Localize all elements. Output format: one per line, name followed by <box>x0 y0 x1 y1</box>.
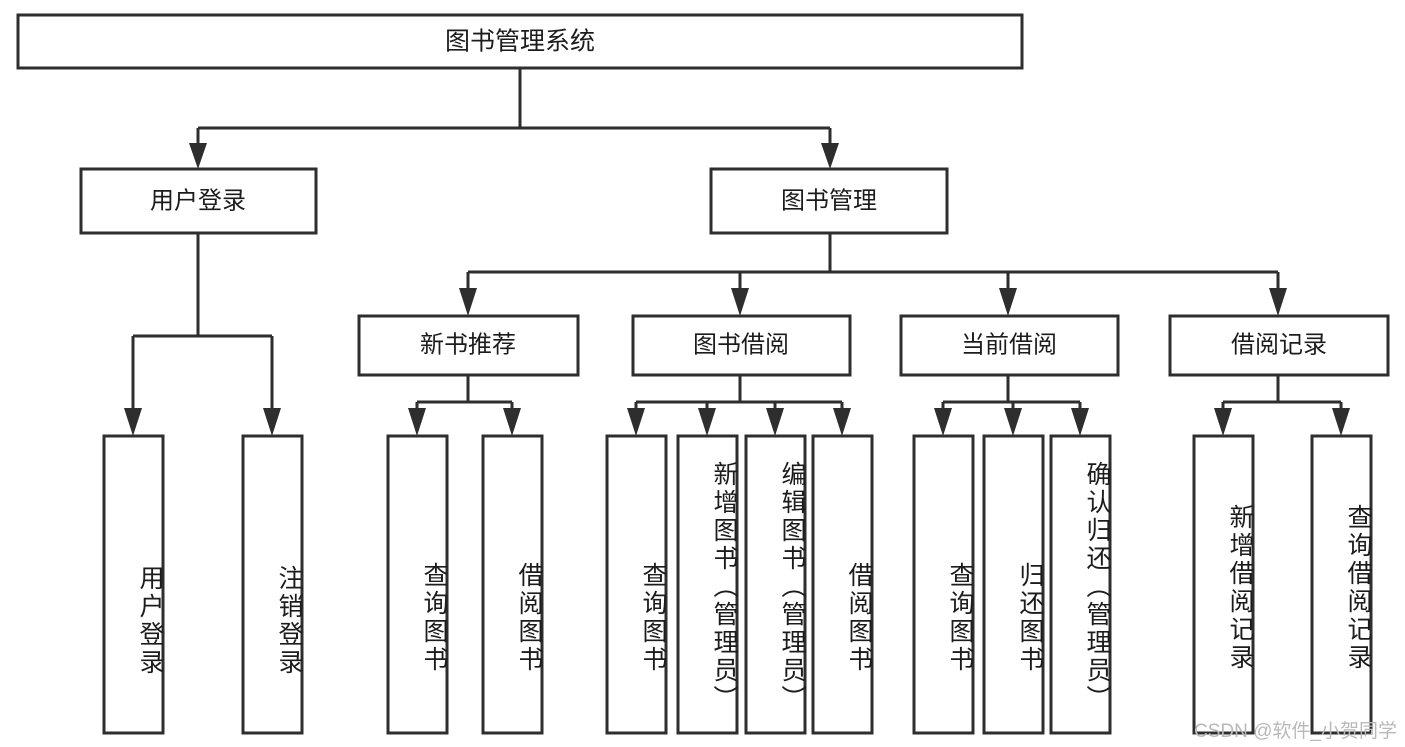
arrow-icon-to-borrow-record <box>1269 288 1287 316</box>
node-new-book-recommend-label: 新书推荐 <box>420 331 516 358</box>
node-borrow-record-label: 借阅记录 <box>1231 331 1327 358</box>
arrow-icon-borrow-leaf-3 <box>766 408 784 436</box>
node-current-borrow-label: 当前借阅 <box>961 331 1057 358</box>
connector-group-borrow-to-leaves <box>627 375 851 436</box>
leaf-box-add-book-admin[interactable] <box>676 434 739 735</box>
node-current-borrow-box[interactable] <box>899 314 1120 377</box>
node-user-login[interactable]: 用户登录 <box>79 167 318 235</box>
connector-group-newbook-to-leaves <box>408 375 521 436</box>
leaf-box-borrow-book-2[interactable] <box>811 434 874 735</box>
arrow-icon-borrow-leaf-1 <box>627 408 645 436</box>
node-book-manage-box[interactable] <box>709 167 949 235</box>
connector-group-root-to-level2 <box>189 68 839 169</box>
connector-group-userlogin-to-leaves <box>124 233 281 436</box>
arrow-icon-newbook-leaf-2 <box>503 408 521 436</box>
node-book-manage[interactable]: 图书管理 <box>709 167 949 235</box>
leaf-box-add-borrow-record[interactable] <box>1192 434 1255 735</box>
leaf-box-user-login[interactable] <box>102 434 165 735</box>
csdn-watermark: CSDN @软件_小贺同学 <box>1194 721 1397 742</box>
node-borrow-record-box[interactable] <box>1168 314 1390 377</box>
node-book-borrow-label: 图书借阅 <box>693 331 789 358</box>
leaf-box-edit-book-admin[interactable] <box>744 434 807 735</box>
connector-group-current-to-leaves <box>934 375 1089 436</box>
leaf-box-query-book-1[interactable] <box>386 434 449 735</box>
leaf-box-query-book-2[interactable] <box>605 434 668 735</box>
arrow-icon-newbook-leaf-1 <box>408 408 426 436</box>
node-root[interactable]: 图书管理系统 <box>16 13 1024 70</box>
leaf-box-logout[interactable] <box>241 434 304 735</box>
arrow-icon-borrow-leaf-2 <box>698 408 716 436</box>
node-current-borrow[interactable]: 当前借阅 <box>899 314 1120 377</box>
node-new-book-recommend[interactable]: 新书推荐 <box>357 314 580 377</box>
arrow-icon-user-leaf-2 <box>263 408 281 436</box>
arrow-icon-user-leaf-1 <box>124 408 142 436</box>
arrow-icon-to-current-borrow <box>999 288 1017 316</box>
leaf-box-borrow-book-1[interactable] <box>481 434 544 735</box>
arrow-icon-borrow-leaf-4 <box>833 408 851 436</box>
leaf-box-group <box>102 434 1373 735</box>
arrow-icon-to-user-login <box>189 143 207 169</box>
node-book-borrow[interactable]: 图书借阅 <box>631 314 852 377</box>
node-user-login-label: 用户登录 <box>150 187 246 214</box>
arrow-icon-current-leaf-2 <box>1004 408 1022 436</box>
leaf-box-query-book-3[interactable] <box>912 434 975 735</box>
node-user-login-box[interactable] <box>79 167 318 235</box>
node-root-label: 图书管理系统 <box>445 28 595 56</box>
leaf-box-confirm-return-admin[interactable] <box>1049 434 1112 735</box>
arrow-icon-current-leaf-3 <box>1071 408 1089 436</box>
connector-group-bookmanage-to-level3 <box>459 233 1287 316</box>
arrow-icon-record-leaf-2 <box>1332 408 1350 436</box>
arrow-icon-record-leaf-1 <box>1214 408 1232 436</box>
node-borrow-record[interactable]: 借阅记录 <box>1168 314 1390 377</box>
arrow-icon-to-book-manage <box>821 143 839 169</box>
node-root-box[interactable] <box>16 13 1024 70</box>
leaf-box-query-borrow-record[interactable] <box>1310 434 1373 735</box>
leaf-box-return-book[interactable] <box>982 434 1045 735</box>
connector-group-record-to-leaves <box>1214 375 1350 436</box>
node-book-manage-label: 图书管理 <box>781 187 877 214</box>
arrow-icon-to-new-book <box>459 288 477 316</box>
arrow-icon-to-borrow <box>731 288 749 316</box>
node-book-borrow-box[interactable] <box>631 314 852 377</box>
arrow-icon-current-leaf-1 <box>934 408 952 436</box>
node-new-book-recommend-box[interactable] <box>357 314 580 377</box>
